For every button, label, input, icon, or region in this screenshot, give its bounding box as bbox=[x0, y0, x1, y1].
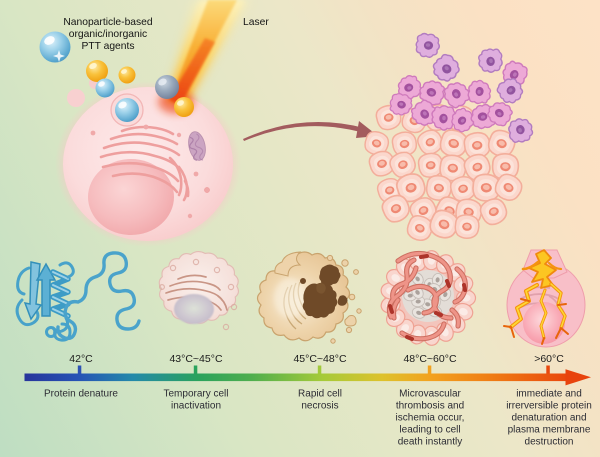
svg-text:death instantly: death instantly bbox=[398, 437, 463, 448]
svg-text:45°C~48°C: 45°C~48°C bbox=[293, 353, 346, 365]
svg-text:Microvascular: Microvascular bbox=[399, 389, 461, 400]
svg-text:ischemia occur,: ischemia occur, bbox=[396, 413, 465, 424]
svg-text:PTT agents: PTT agents bbox=[81, 41, 134, 52]
svg-text:thrombosis and: thrombosis and bbox=[396, 401, 464, 412]
svg-text:Rapid cell: Rapid cell bbox=[298, 389, 342, 400]
svg-text:denaturation and: denaturation and bbox=[511, 413, 586, 424]
svg-text:Temporary cell: Temporary cell bbox=[163, 389, 228, 400]
svg-text:organic/inorganic: organic/inorganic bbox=[69, 29, 147, 40]
svg-text:inactivation: inactivation bbox=[171, 401, 221, 412]
svg-text:immediate and: immediate and bbox=[516, 389, 582, 400]
svg-text:43°C~45°C: 43°C~45°C bbox=[169, 353, 222, 365]
svg-text:42°C: 42°C bbox=[69, 353, 93, 365]
svg-text:necrosis: necrosis bbox=[301, 401, 338, 412]
svg-text:Laser: Laser bbox=[243, 17, 269, 28]
svg-text:irrerversible protein: irrerversible protein bbox=[506, 401, 592, 412]
svg-text:>60°C: >60°C bbox=[534, 353, 564, 365]
svg-text:Protein denature: Protein denature bbox=[44, 389, 118, 400]
svg-text:destruction: destruction bbox=[525, 437, 574, 448]
svg-text:Nanoparticle-based: Nanoparticle-based bbox=[63, 17, 153, 28]
svg-text:48°C~60°C: 48°C~60°C bbox=[403, 353, 456, 365]
svg-text:leading to cell: leading to cell bbox=[399, 425, 460, 436]
svg-text:plasma membrane: plasma membrane bbox=[508, 425, 591, 436]
